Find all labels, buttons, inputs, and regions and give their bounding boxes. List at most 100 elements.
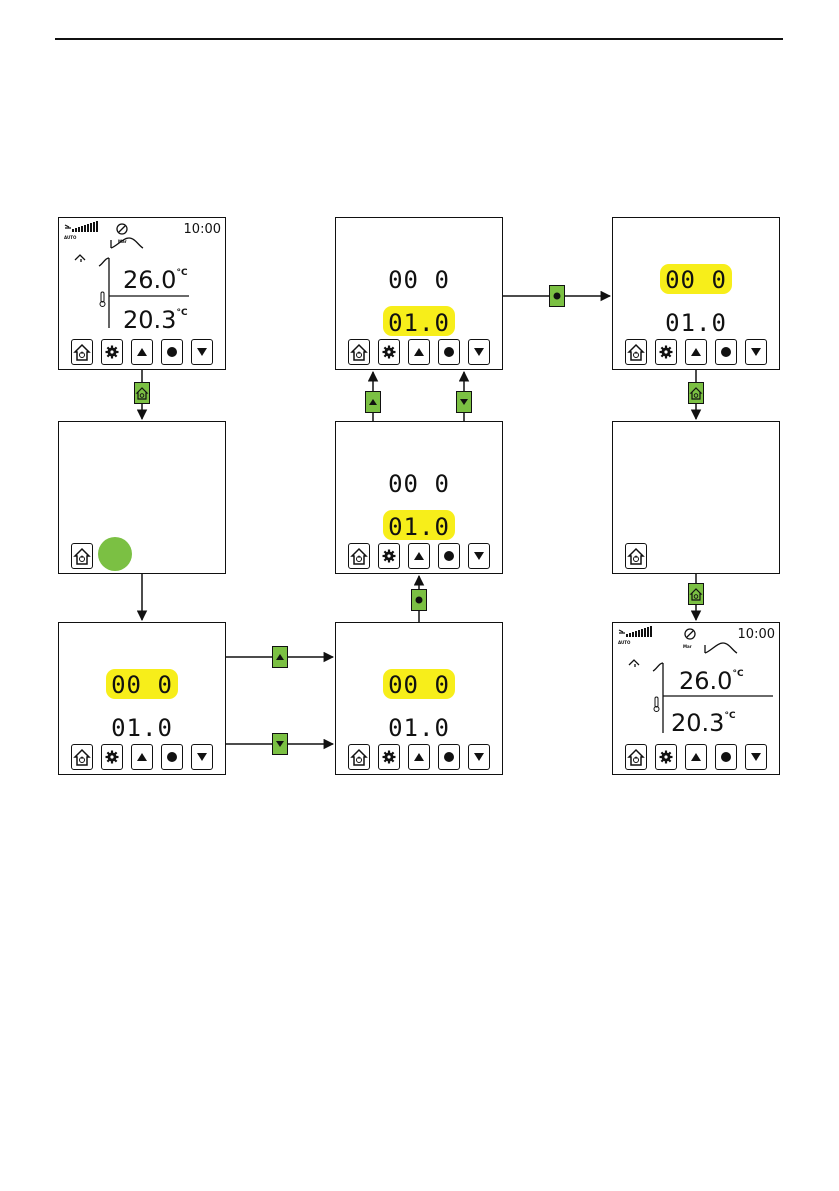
home-power-icon: [349, 745, 369, 769]
home-power-icon: [626, 340, 646, 364]
home-power-button[interactable]: [71, 339, 93, 365]
settings-button[interactable]: [378, 339, 400, 365]
ok-button[interactable]: [161, 744, 183, 770]
button-row: [625, 543, 767, 569]
gear-icon: [379, 745, 399, 769]
ok-button[interactable]: [438, 543, 460, 569]
setpoint-unit: °C: [732, 669, 743, 679]
action-ok-badge: [549, 285, 565, 307]
up-button[interactable]: [408, 543, 430, 569]
home-power-button[interactable]: [625, 744, 647, 770]
ok-button[interactable]: [715, 339, 737, 365]
down-button[interactable]: [745, 339, 767, 365]
screen-exit: [612, 421, 780, 574]
room-temp-unit: °C: [724, 711, 735, 721]
day-label: Mar: [683, 644, 692, 649]
gear-icon: [102, 745, 122, 769]
triangle-down-icon: [746, 745, 766, 769]
home-power-button[interactable]: [348, 339, 370, 365]
triangle-up-icon: [132, 745, 152, 769]
down-button[interactable]: [468, 339, 490, 365]
up-button[interactable]: [131, 339, 153, 365]
action-home-badge: [688, 583, 704, 605]
home-power-icon: [689, 383, 703, 403]
param-value: 01.0: [336, 309, 502, 337]
param-value: 01.0: [336, 714, 502, 742]
home-power-icon: [626, 544, 646, 568]
up-button[interactable]: [408, 744, 430, 770]
triangle-down-icon: [469, 340, 489, 364]
gear-icon: [656, 340, 676, 364]
circle-icon: [439, 745, 459, 769]
up-button[interactable]: [685, 744, 707, 770]
button-row: [348, 744, 490, 770]
action-ok-badge: [411, 589, 427, 611]
circle-icon: [716, 745, 736, 769]
down-button[interactable]: [468, 543, 490, 569]
up-button[interactable]: [131, 744, 153, 770]
setpoint-unit: °C: [176, 268, 187, 278]
up-button[interactable]: [685, 339, 707, 365]
param-code: 00 0: [336, 671, 502, 699]
day-label: Mar: [118, 239, 127, 244]
circle-icon: [439, 544, 459, 568]
gear-icon: [102, 340, 122, 364]
settings-button[interactable]: [101, 744, 123, 770]
settings-button[interactable]: [655, 744, 677, 770]
press-indicator: [98, 537, 132, 571]
settings-button[interactable]: [101, 339, 123, 365]
button-row: [625, 744, 767, 770]
settings-button[interactable]: [655, 339, 677, 365]
settings-button[interactable]: [378, 744, 400, 770]
clock-time: 10:00: [738, 627, 775, 642]
triangle-up-icon: [366, 392, 380, 412]
screen-param-value-selected: 00 0 01.0: [335, 217, 503, 370]
action-down-badge: [456, 391, 472, 413]
param-code: 00 0: [336, 266, 502, 294]
room-temp-unit: °C: [176, 308, 187, 318]
triangle-up-icon: [409, 544, 429, 568]
ok-button[interactable]: [438, 744, 460, 770]
settings-button[interactable]: [378, 543, 400, 569]
home-power-button[interactable]: [348, 543, 370, 569]
screen-param-code-selected: 00 0 01.0: [612, 217, 780, 370]
ok-button[interactable]: [438, 339, 460, 365]
triangle-up-icon: [409, 745, 429, 769]
ok-button[interactable]: [715, 744, 737, 770]
param-value: 01.0: [613, 309, 779, 337]
down-button[interactable]: [745, 744, 767, 770]
up-button[interactable]: [408, 339, 430, 365]
triangle-down-icon: [273, 734, 287, 754]
down-button[interactable]: [468, 744, 490, 770]
button-row: [348, 543, 490, 569]
param-code: 00 0: [613, 266, 779, 294]
down-button[interactable]: [191, 744, 213, 770]
button-row: [71, 543, 213, 569]
home-power-button[interactable]: [625, 543, 647, 569]
home-power-button[interactable]: [71, 744, 93, 770]
circle-icon: [550, 286, 564, 306]
home-power-icon: [689, 584, 703, 604]
button-row: [625, 339, 767, 365]
mode-label: AUTO: [618, 640, 630, 645]
screen-param-value-edit: 00 0 01.0: [335, 421, 503, 574]
mode-label: AUTO: [64, 235, 76, 240]
gear-icon: [656, 745, 676, 769]
circle-icon: [439, 340, 459, 364]
action-down-badge: [272, 733, 288, 755]
setpoint-temp: 26.0°C: [123, 266, 188, 294]
home-power-button[interactable]: [348, 744, 370, 770]
home-power-button[interactable]: [71, 543, 93, 569]
triangle-down-icon: [192, 745, 212, 769]
screen-hold-home: [58, 421, 226, 574]
ok-button[interactable]: [161, 339, 183, 365]
home-power-icon: [135, 383, 149, 403]
down-button[interactable]: [191, 339, 213, 365]
triangle-down-icon: [469, 745, 489, 769]
param-code: 00 0: [59, 671, 225, 699]
triangle-up-icon: [409, 340, 429, 364]
home-power-button[interactable]: [625, 339, 647, 365]
circle-icon: [412, 590, 426, 610]
screen-param-code-changed: 00 0 01.0: [335, 622, 503, 775]
button-row: [71, 744, 213, 770]
